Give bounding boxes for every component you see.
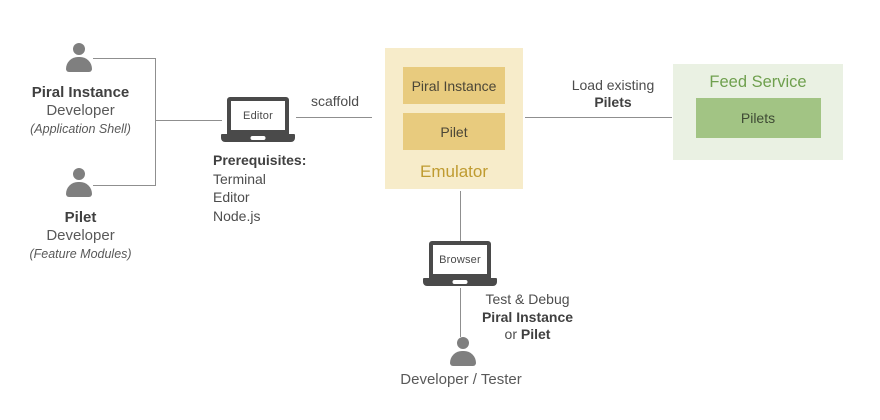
browser-laptop-screen: Browser: [429, 241, 491, 278]
person-head: [73, 168, 85, 180]
piral-developer-name: Piral Instance: [31, 84, 130, 101]
emulator-piral-instance-box: Piral Instance: [403, 67, 505, 104]
scaffold-edge-label: scaffold: [296, 93, 374, 110]
feed-service-pilets-box: Pilets: [695, 98, 821, 138]
connector-piral-dev-to-bracket: [93, 58, 155, 59]
emulator-pilet-box: Pilet: [403, 113, 505, 150]
person-body: [66, 57, 92, 72]
piral-developer-label: Piral Instance Developer (Application Sh…: [0, 84, 161, 138]
connector-emulator-to-browser: [460, 191, 461, 241]
test-debug-label: Test & Debug Piral Instance or Pilet: [465, 291, 590, 344]
test-debug-or: or: [504, 326, 517, 342]
browser-laptop-icon: Browser: [423, 241, 497, 286]
tester-name: Developer / Tester: [400, 371, 522, 388]
tester-label: Developer / Tester: [391, 371, 531, 389]
piral-developer-note: (Application Shell): [30, 122, 131, 136]
connector-editor-to-emulator: [296, 117, 372, 118]
feed-service-box: Feed Service Pilets: [673, 64, 843, 160]
browser-laptop-base: [423, 278, 497, 286]
feed-service-title: Feed Service: [709, 73, 807, 91]
editor-laptop-base: [221, 134, 295, 142]
pilet-developer-note: (Feature Modules): [29, 247, 132, 261]
load-existing-line2: Pilets: [594, 94, 632, 110]
pilet-developer-role: Developer: [46, 227, 115, 244]
test-debug-pilet: Pilet: [520, 326, 551, 342]
prerequisite-item: Terminal: [213, 170, 266, 187]
connector-emulator-to-feed: [525, 117, 672, 118]
test-debug-line1: Test & Debug: [485, 291, 570, 307]
load-existing-edge-label: Load existing Pilets: [552, 77, 674, 111]
emulator-title: Emulator: [419, 162, 489, 181]
pilet-developer-icon: [64, 168, 94, 198]
tester-icon: [448, 337, 478, 367]
pilet-developer-label: Pilet Developer (Feature Modules): [0, 209, 161, 263]
person-head: [457, 337, 469, 349]
scaffold-text: scaffold: [311, 93, 359, 109]
test-debug-line3: or Pilet: [465, 326, 590, 344]
piral-developer-icon: [64, 43, 94, 73]
load-existing-line1: Load existing: [571, 77, 655, 93]
person-body: [450, 351, 476, 366]
connector-bracket-to-editor: [156, 120, 222, 121]
prerequisite-item: Node.js: [213, 207, 261, 224]
prerequisite-item: Editor: [213, 189, 250, 205]
prerequisites-title: Prerequisites:: [213, 152, 307, 168]
editor-laptop-screen: Editor: [227, 97, 289, 134]
emulator-box: Piral Instance Pilet Emulator: [385, 48, 523, 189]
pilet-developer-name: Pilet: [64, 209, 97, 226]
connector-pilet-dev-to-bracket: [93, 185, 155, 186]
test-debug-line2: Piral Instance: [481, 308, 574, 325]
person-body: [66, 182, 92, 197]
connector-bracket-vertical: [155, 58, 156, 186]
connector-browser-to-tester: [460, 288, 461, 337]
person-head: [73, 43, 85, 55]
prerequisites-block: Prerequisites: Terminal Editor Node.js: [213, 151, 306, 225]
piral-developer-role: Developer: [46, 102, 115, 119]
editor-laptop-icon: Editor: [221, 97, 295, 142]
